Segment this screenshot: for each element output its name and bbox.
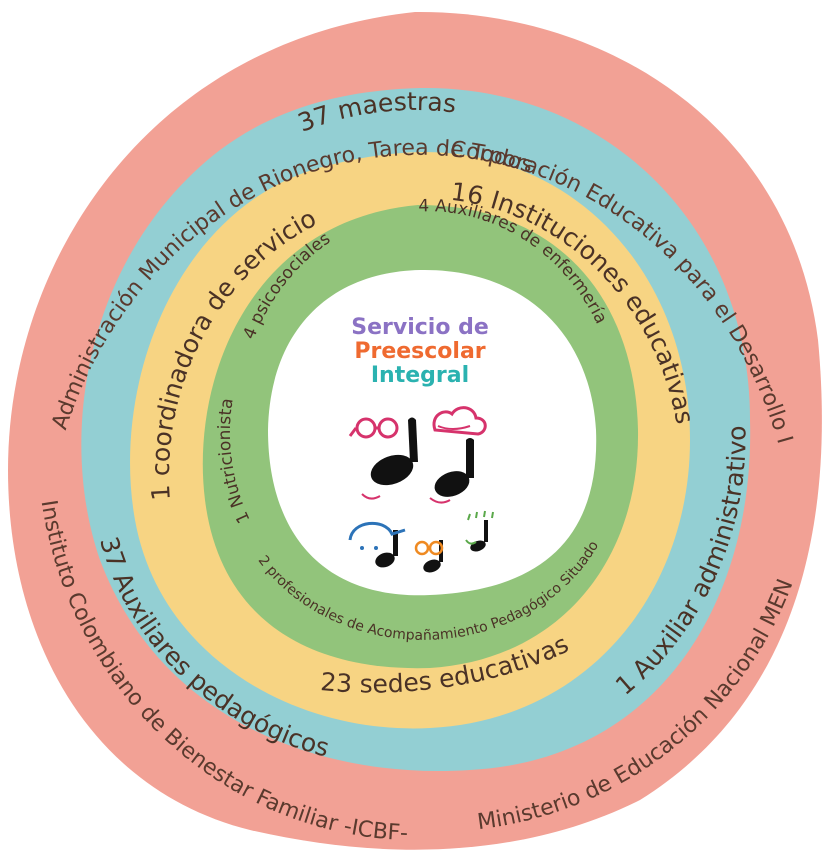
center-title-line2: Preescolar [354, 339, 485, 364]
center-title-line3: Integral [371, 363, 469, 388]
center-circle [268, 269, 597, 596]
music-notes-characters-icon [348, 406, 494, 573]
center-title-line1: Servicio de [351, 315, 489, 340]
